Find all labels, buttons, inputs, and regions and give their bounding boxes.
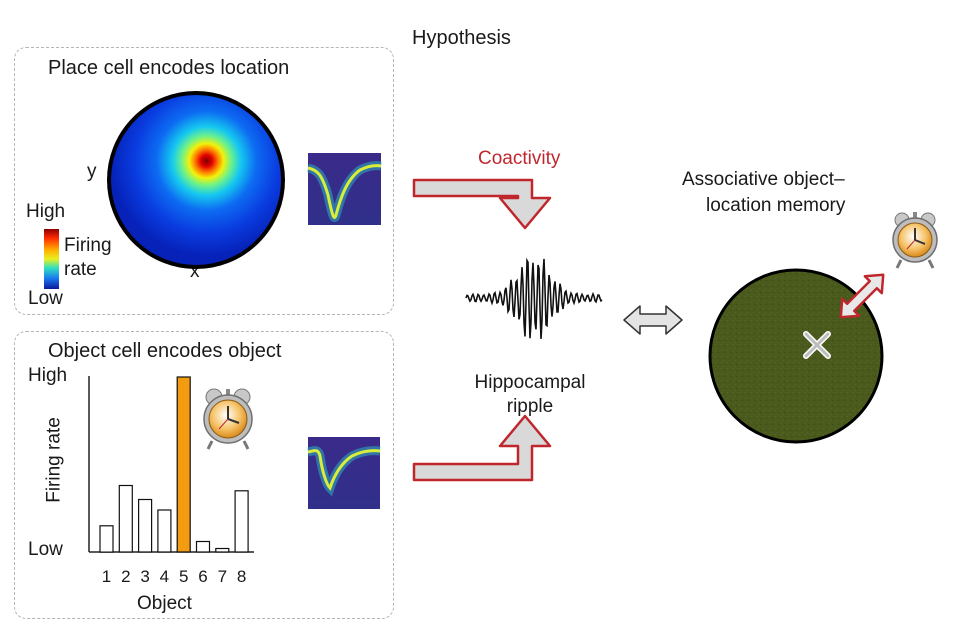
tick-label-object-8: 8	[237, 567, 246, 586]
place-axis-x-label: x	[190, 261, 200, 282]
coactivity-label: Coactivity	[478, 148, 561, 169]
arena-circle	[708, 268, 884, 444]
diagram-title: Hypothesis	[412, 27, 511, 49]
bar-chart-bars	[99, 376, 249, 553]
tick-label-object-4: 4	[160, 567, 169, 586]
tick-label-object-2: 2	[121, 567, 130, 586]
coactivity-arrow-lower	[412, 414, 552, 482]
tick-label-object-3: 3	[140, 567, 149, 586]
scale-low-label: Low	[28, 288, 63, 309]
scale-high-label: High	[26, 201, 66, 222]
bar-object-2	[118, 484, 133, 553]
bar-object-4	[157, 509, 172, 553]
object-panel-title: Object cell encodes object	[48, 340, 282, 362]
object-cell-waveform	[307, 437, 381, 509]
tick-label-object-6: 6	[198, 567, 207, 586]
coactivity-arrow-upper	[412, 178, 552, 230]
bar-object-6	[195, 540, 211, 553]
hippocampal-ripple-trace	[465, 257, 603, 339]
bar-object-3	[138, 498, 153, 553]
place-axis-y-label: y	[87, 161, 97, 182]
tick-label-object-5: 5	[179, 567, 188, 586]
ripple-label-line2: ripple	[506, 396, 554, 417]
tick-label-object-7: 7	[218, 567, 227, 586]
memory-label-line2: location memory	[706, 195, 846, 216]
bar-object-7	[215, 547, 230, 553]
firing-rate-colorbar	[44, 229, 59, 289]
bar-object-1	[99, 525, 114, 553]
bar-object-8	[234, 490, 249, 553]
object-y-low-label: Low	[28, 539, 63, 560]
object-xlabel: Object	[137, 593, 192, 614]
object-location-marker-icon	[803, 331, 831, 359]
place-panel-title: Place cell encodes location	[48, 57, 290, 79]
bar-object-5	[176, 376, 191, 553]
scale-label-rate: rate	[64, 259, 97, 280]
scale-label-firing: Firing	[64, 235, 112, 256]
ripple-label-line1: Hippocampal	[474, 372, 586, 393]
tick-label-object-1: 1	[102, 567, 111, 586]
memory-label-line1: Associative object–	[682, 169, 845, 190]
object-y-high-label: High	[28, 365, 68, 386]
object-cell-panel	[14, 331, 394, 619]
place-cell-panel	[14, 47, 394, 315]
place-field-heatmap	[107, 91, 285, 269]
memory-alarm-clock-icon	[892, 212, 938, 269]
bidirectional-arrow-icon	[623, 305, 683, 335]
association-arrow-icon	[839, 273, 885, 319]
alarm-clock-icon	[203, 388, 253, 450]
place-cell-waveform	[306, 153, 382, 225]
